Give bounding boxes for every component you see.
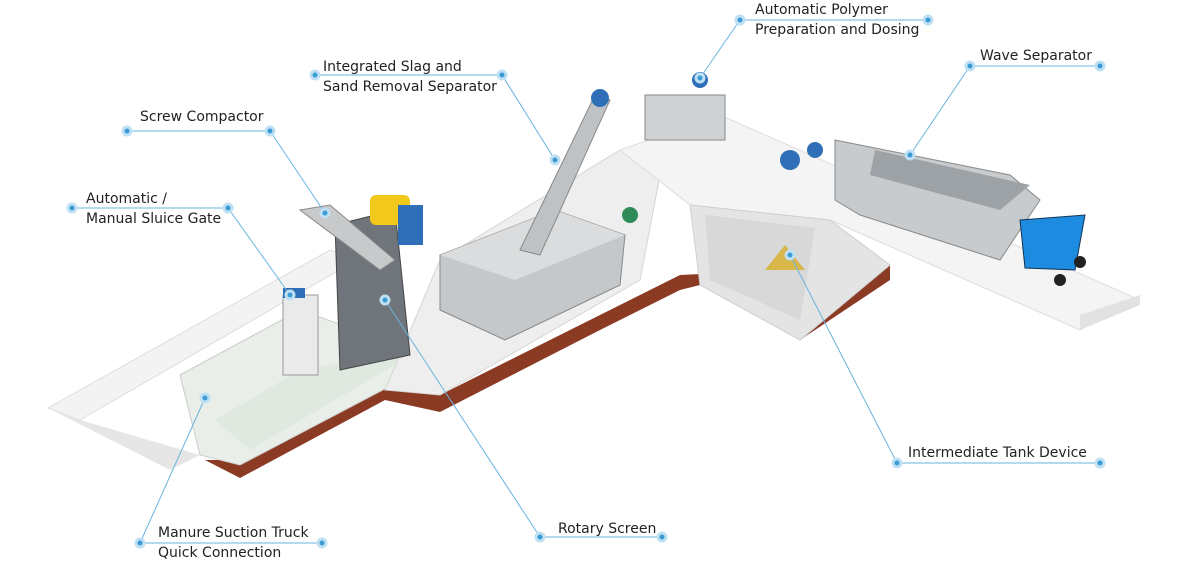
collection-cart (1019, 214, 1086, 271)
label-line: Sand Removal Separator (323, 79, 497, 95)
slag-screw-conveyor (519, 94, 611, 256)
label-polymer: Automatic Polymer Preparation and Dosing (755, 0, 919, 40)
label-wave-separator: Wave Separator (980, 46, 1092, 66)
label-line: Screw Compactor (140, 109, 264, 125)
green-valve (622, 207, 638, 223)
pump-2 (807, 142, 823, 158)
concrete-walkway-front (48, 408, 200, 470)
label-slag-separator: Integrated Slag and Sand Removal Separat… (323, 57, 497, 97)
screen-motor (398, 205, 423, 245)
pump-1 (780, 150, 800, 170)
label-sluice-gate: Automatic / Manual Sluice Gate (86, 189, 221, 229)
label-line: Wave Separator (980, 48, 1092, 64)
label-intermediate-tank: Intermediate Tank Device (908, 443, 1087, 463)
label-line: Intermediate Tank Device (908, 445, 1087, 461)
label-line: Rotary Screen (558, 521, 657, 537)
platform-front (1080, 295, 1140, 330)
label-line: Manual Sluice Gate (86, 211, 222, 227)
screw-compactor (298, 204, 396, 271)
cart-wheel (1054, 274, 1066, 286)
wave-separator-top (870, 150, 1030, 210)
callout-lines (72, 19, 1100, 544)
slag-motor (591, 89, 609, 107)
channel-water (215, 350, 420, 450)
label-line: Preparation and Dosing (755, 22, 920, 38)
label-line: Manure Suction Truck (158, 525, 309, 541)
polymer-unit (644, 94, 726, 141)
label-line: Automatic Polymer (755, 2, 888, 18)
label-truck-connection: Manure Suction Truck Quick Connection (158, 523, 309, 563)
tank-pit-inner (705, 215, 815, 320)
label-line: Automatic / (86, 191, 167, 207)
label-rotary-screen: Rotary Screen (558, 519, 656, 539)
callout-dots (66, 14, 1106, 549)
label-line: Integrated Slag and (323, 59, 462, 75)
label-screw-compactor: Screw Compactor (140, 107, 264, 127)
cart-wheel (1074, 256, 1086, 268)
sluice-gate (282, 294, 319, 376)
label-line: Quick Connection (158, 545, 282, 561)
